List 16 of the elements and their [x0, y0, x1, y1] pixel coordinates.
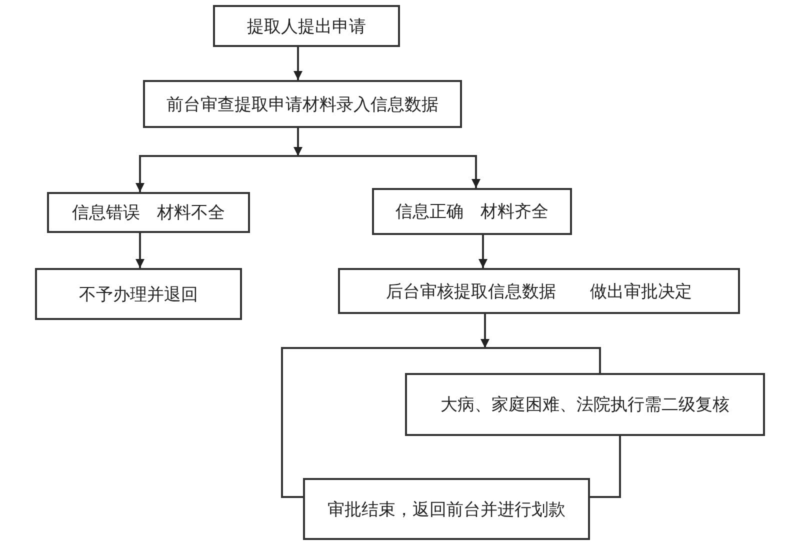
process-box: 大病、家庭困难、法院执行需二级复核: [405, 373, 765, 436]
arrow: [136, 233, 144, 268]
arrow: [480, 314, 490, 348]
process-box: 前台审查提取申请材料录入信息数据: [143, 80, 462, 128]
process-box: 信息正确 材料齐全: [372, 188, 572, 235]
connector-line: [590, 436, 621, 498]
process-box: 信息错误 材料不全: [47, 192, 250, 233]
process-box: 不予办理并退回: [35, 268, 242, 320]
process-box: 审批结束，返回前台并进行划款: [303, 478, 590, 540]
process-box: 提取人提出申请: [213, 5, 400, 47]
arrow: [136, 155, 298, 192]
arrow: [478, 235, 488, 268]
arrow: [294, 47, 302, 80]
process-box: 后台审核提取信息数据 做出审批决定: [338, 268, 740, 314]
arrow: [298, 155, 480, 188]
arrow: [294, 128, 302, 156]
